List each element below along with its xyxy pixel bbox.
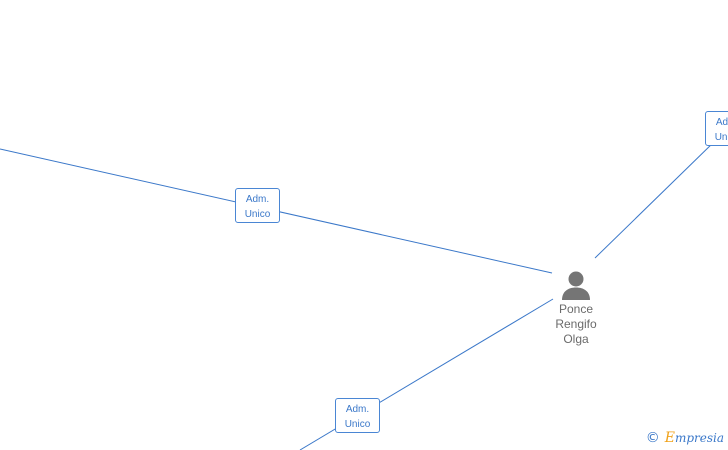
- brand-logo: Empresia: [665, 430, 724, 446]
- role-label-line-2: Unico: [244, 209, 271, 220]
- person-name-line-2: Rengifo: [555, 317, 597, 331]
- role-label-line-1: Adm.: [245, 194, 270, 205]
- person-name-line-1: Ponce: [558, 302, 594, 316]
- brand-logo-rest: mpresia: [674, 431, 724, 445]
- role-label-line-2: Unico: [714, 132, 728, 143]
- role-box-bottom[interactable]: Adm. Unico: [335, 398, 380, 433]
- person-node[interactable]: Ponce Rengifo Olga: [540, 270, 612, 347]
- role-box-top-right[interactable]: Adm. Unico: [705, 111, 728, 146]
- role-label-line-1: Adm.: [345, 404, 370, 415]
- brand-watermark: © Empresia: [646, 430, 724, 446]
- edge-top-right: [594, 139, 717, 259]
- role-label-line-1: Adm.: [715, 117, 728, 128]
- brand-logo-initial: E: [664, 430, 675, 446]
- person-icon: [562, 271, 590, 300]
- role-box-left[interactable]: Adm. Unico: [235, 188, 280, 223]
- role-label-line-2: Unico: [344, 419, 371, 430]
- copyright-symbol: ©: [645, 430, 660, 446]
- person-name-line-3: Olga: [563, 332, 589, 346]
